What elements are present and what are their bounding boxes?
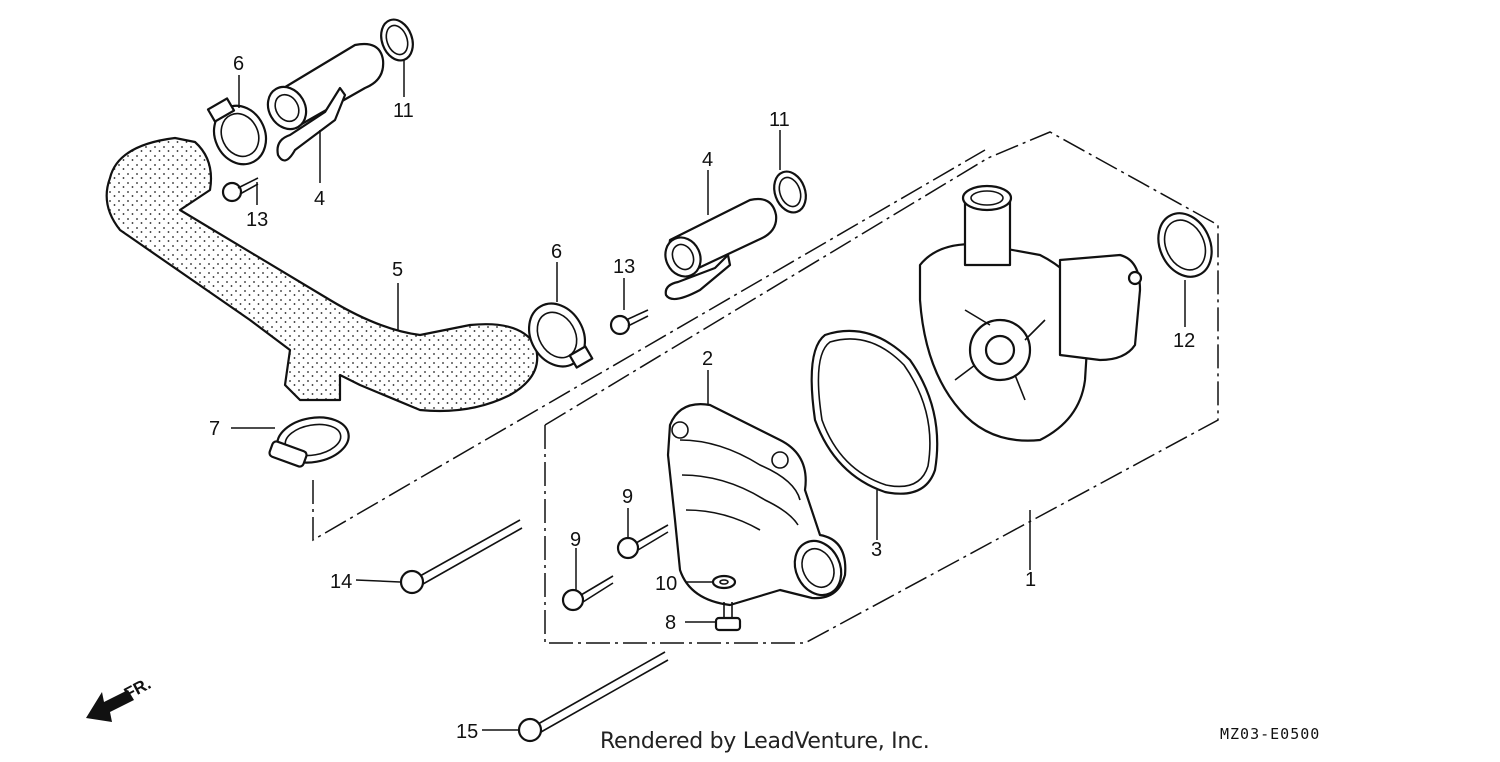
- bolt-15: [517, 651, 669, 743]
- leader-lines: [231, 60, 1186, 731]
- callout-2: 2: [702, 348, 713, 370]
- assembly-frame-1: [544, 131, 1219, 644]
- callout-8: 8: [665, 612, 676, 634]
- bolt-9-lower: [561, 575, 614, 612]
- clamp-7: [268, 416, 350, 468]
- callout-3: 3: [871, 539, 882, 561]
- hose-5: [105, 136, 539, 413]
- water-pump-1: [918, 184, 1143, 442]
- callout-5: 5: [392, 259, 403, 281]
- clamp-6-middle: [527, 302, 594, 369]
- callout-7: 7: [209, 418, 220, 440]
- pipe-4-upper: [266, 42, 385, 162]
- clamp-6-upper: [206, 97, 268, 166]
- callout-12: 12: [1173, 330, 1195, 352]
- render-credit: Rendered by LeadVenture, Inc.: [600, 729, 930, 754]
- callout-6-middle: 6: [551, 241, 562, 263]
- o-ring-11-upper: [380, 18, 414, 62]
- callout-13-upper: 13: [246, 209, 268, 231]
- diagram-code: MZ03-E0500: [1220, 725, 1321, 743]
- callout-4-middle: 4: [702, 149, 713, 171]
- bolt-9-upper: [616, 524, 669, 560]
- callout-14: 14: [330, 571, 352, 593]
- o-ring-11-middle: [773, 170, 807, 214]
- washer-10: [711, 574, 737, 590]
- callout-6-upper: 6: [233, 53, 244, 75]
- pipe-4-middle: [664, 197, 778, 301]
- callout-1: 1: [1025, 569, 1036, 591]
- callout-15: 15: [456, 721, 478, 743]
- front-arrow-icon: FR.: [86, 674, 154, 722]
- callout-9-upper: 9: [622, 486, 633, 508]
- callout-11-upper: 11: [393, 100, 414, 122]
- bolt-13-middle: [609, 309, 649, 336]
- hose-group-frame: [312, 149, 986, 542]
- o-ring-12: [1157, 212, 1213, 278]
- bolt-13-upper: [221, 177, 259, 203]
- callout-11-middle: 11: [769, 109, 790, 131]
- bolt-14: [399, 519, 523, 595]
- callout-4-upper: 4: [314, 188, 325, 210]
- callout-10: 10: [655, 573, 677, 595]
- callout-13-middle: 13: [613, 256, 635, 278]
- callout-9-lower: 9: [570, 529, 581, 551]
- pump-cover-2: [666, 403, 847, 607]
- bolt-8: [714, 602, 742, 632]
- gasket-3: [810, 329, 939, 495]
